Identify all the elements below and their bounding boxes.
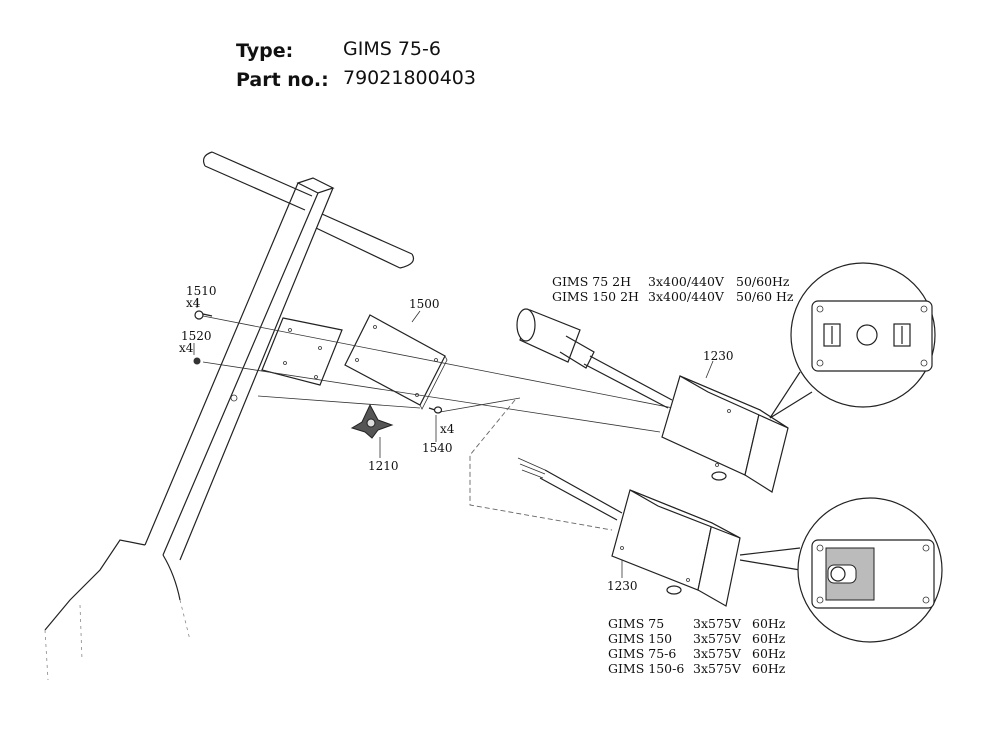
callout-1540-qty: x4 xyxy=(440,422,455,436)
spec-top-freq: 50/60 Hz xyxy=(736,289,794,304)
part-number-label: Part no.: xyxy=(236,69,329,91)
nut-1520-icon xyxy=(193,357,201,365)
leader-lines xyxy=(193,298,714,578)
spec-top-freq: 50/60Hz xyxy=(736,274,790,289)
switch-box-top xyxy=(583,355,789,493)
callout-1510-qty: x4 xyxy=(186,296,201,310)
spec-bottom-voltage: 3x575V xyxy=(693,616,742,631)
spec-top-voltage: 3x400/440V xyxy=(648,274,725,289)
part-number-value: 79021800403 xyxy=(343,67,476,89)
spec-bottom-model: GIMS 150 xyxy=(608,631,672,646)
fastener-lines xyxy=(202,315,761,433)
spec-bottom-voltage: 3x575V xyxy=(693,646,742,661)
callout-1520: 1520 xyxy=(181,329,212,343)
spec-bottom-model: GIMS 150-6 xyxy=(608,661,684,676)
callout-1500: 1500 xyxy=(409,297,440,311)
screw-1510-icon xyxy=(194,310,213,320)
plug-icon xyxy=(516,308,595,369)
callout-1510: 1510 xyxy=(186,284,217,298)
bolt-1540-icon xyxy=(428,406,443,414)
handle-frame xyxy=(44,151,415,681)
detail-circle-bottom xyxy=(739,497,943,643)
detail-circle-top xyxy=(769,262,936,419)
mounting-plate-1500 xyxy=(344,314,448,410)
spec-bottom-freq: 60Hz xyxy=(752,661,786,676)
mounting-bracket xyxy=(261,317,343,386)
spec-bottom-voltage: 3x575V xyxy=(693,631,742,646)
spec-bottom-model: GIMS 75-6 xyxy=(608,646,676,661)
dashed-connector xyxy=(469,399,613,531)
spec-top-model: GIMS 150 2H xyxy=(552,289,639,304)
type-value: GIMS 75-6 xyxy=(343,38,441,60)
spec-table-bottom: GIMS 75 3x575V 60Hz GIMS 150 3x575V 60Hz… xyxy=(608,616,786,676)
spec-bottom-voltage: 3x575V xyxy=(693,661,742,676)
spec-bottom-model: GIMS 75 xyxy=(608,616,664,631)
spec-bottom-freq: 60Hz xyxy=(752,616,786,631)
callout-1230-bottom: 1230 xyxy=(607,579,638,593)
spec-top-voltage: 3x400/440V xyxy=(648,289,725,304)
star-knob-1210-icon xyxy=(350,403,394,458)
callout-1520-qty: x4 xyxy=(179,341,194,355)
type-label: Type: xyxy=(236,40,294,62)
spec-bottom-freq: 60Hz xyxy=(752,631,786,646)
switch-box-bottom xyxy=(517,457,741,607)
callout-1230-top: 1230 xyxy=(703,349,734,363)
spec-bottom-freq: 60Hz xyxy=(752,646,786,661)
callout-1210: 1210 xyxy=(368,459,399,473)
spec-top-model: GIMS 75 2H xyxy=(552,274,631,289)
callout-1540: 1540 xyxy=(422,441,453,455)
spec-table-top: GIMS 75 2H 3x400/440V 50/60Hz GIMS 150 2… xyxy=(552,274,794,304)
